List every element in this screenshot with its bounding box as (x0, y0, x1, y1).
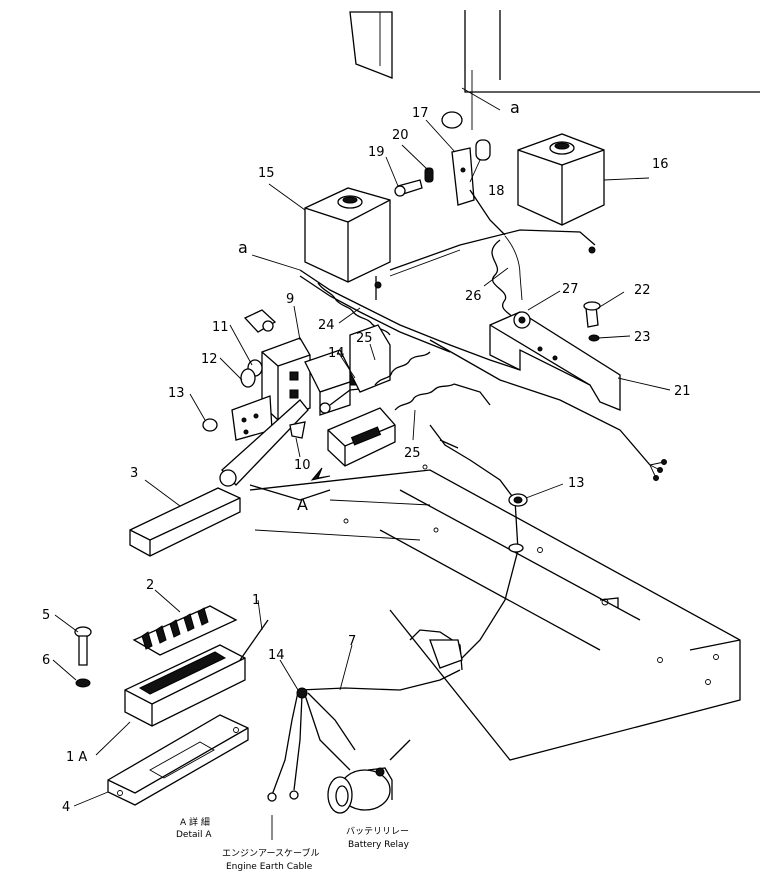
washer-6 (75, 678, 91, 688)
caption-engine-en: Engine Earth Cable (226, 862, 313, 872)
label-14: 14 (328, 346, 345, 361)
view-markers: a a A (238, 98, 520, 514)
caption-relay-jp: バッテリリレー (346, 826, 409, 837)
lever-plate (219, 395, 309, 487)
label-5: 5 (42, 608, 50, 623)
marker-a-upper: a (510, 98, 520, 117)
label-13: 13 (568, 476, 585, 491)
washer-tank-left (304, 187, 391, 283)
label-15: 14 (268, 648, 285, 663)
view-arrow (310, 467, 331, 481)
label-9: 10 (294, 458, 311, 473)
label-16-right: 16 (652, 157, 669, 172)
label-6: 6 (42, 653, 50, 668)
label-7: 7 (348, 634, 356, 649)
marker-a-left: a (238, 238, 248, 257)
bolt-5 (74, 626, 92, 666)
ground-cables-15 (267, 687, 356, 840)
tank-hoses (374, 189, 596, 300)
label-25-lower: 25 (404, 446, 421, 461)
knobs (202, 309, 277, 432)
grommet-upper (441, 111, 463, 129)
cab-frame (249, 10, 760, 761)
leader-lines (52, 87, 671, 807)
washer-tank-right (517, 133, 605, 226)
label-10: 11 (212, 320, 229, 335)
label-18: 18 (488, 184, 505, 199)
label-16-left: 15 (258, 166, 275, 181)
label-1: 1 (252, 593, 260, 608)
bracket-21 (489, 301, 621, 411)
label-21: 21 (674, 384, 691, 399)
label-20: 20 (392, 128, 409, 143)
label-19: 19 (368, 145, 385, 160)
captions: A 詳 細 Detail A エンジンアースケーブル Engine Earth … (176, 816, 410, 872)
bracket-4 (107, 714, 249, 806)
spring-20 (424, 167, 434, 183)
label-22: 22 (634, 283, 651, 298)
label-12: 13 (168, 386, 185, 401)
cable-13-7 (299, 424, 528, 691)
label-8: 9 (286, 292, 294, 307)
coiled-cable-26 (491, 235, 523, 326)
label-3: 3 (130, 466, 138, 481)
marker-A: A (297, 495, 308, 514)
label-27: 27 (562, 282, 579, 297)
label-23: 23 (634, 330, 651, 345)
cover-3 (129, 487, 241, 557)
harness-24 (299, 269, 667, 481)
caption-relay-en: Battery Relay (348, 840, 410, 850)
label-26: 26 (465, 289, 482, 304)
bolt-19 (394, 179, 423, 197)
label-17: 17 (412, 106, 429, 121)
label-4: 4 (62, 800, 70, 815)
label-25-upper: 25 (356, 331, 373, 346)
detail-a-leader (249, 484, 331, 501)
label-11: 12 (201, 352, 218, 367)
cap-18 (475, 139, 491, 161)
caption-engine-jp: エンジンアースケーブル (222, 847, 319, 859)
clip-9 (289, 421, 306, 439)
part-labels: 15 16 17 18 19 20 9 11 12 13 14 10 24 25… (42, 106, 691, 815)
label-24: 24 (318, 318, 335, 333)
fuse-box-1 (124, 619, 269, 727)
label-2: 2 (146, 578, 154, 593)
unit-25 (327, 324, 491, 467)
label-1a: 1 A (66, 750, 87, 765)
bracket-17 (451, 147, 475, 206)
fuse-strip-2 (132, 605, 238, 656)
caption-detail-jp: A 詳 細 (180, 816, 210, 828)
caption-detail-en: Detail A (176, 830, 212, 840)
battery-relay (327, 739, 411, 814)
